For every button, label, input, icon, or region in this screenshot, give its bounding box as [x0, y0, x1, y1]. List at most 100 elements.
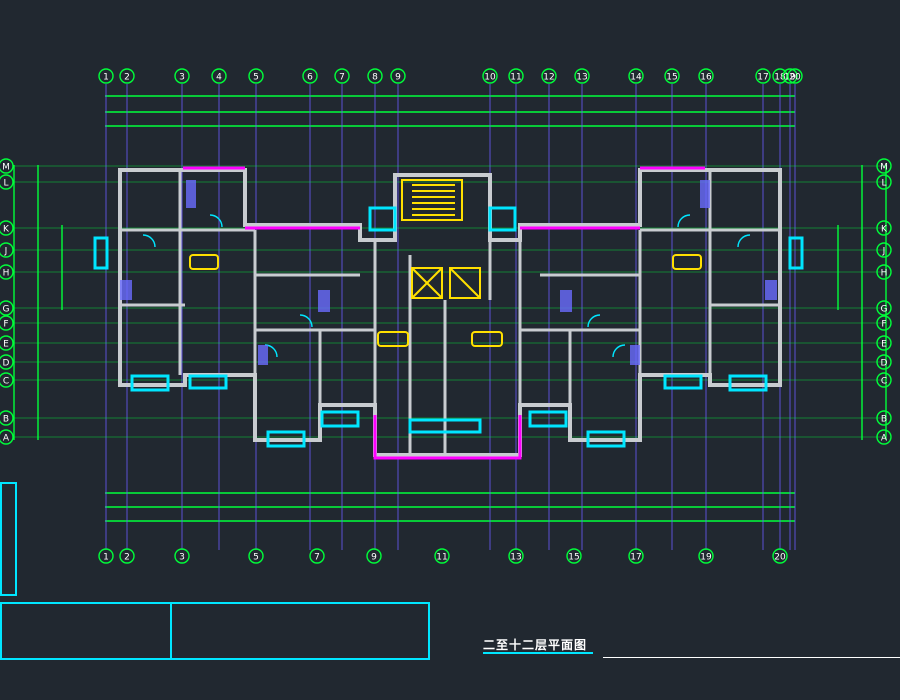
axis-bubble-label: 6	[307, 73, 313, 83]
axis-bubble-label: 8	[372, 73, 378, 83]
axis-bubble-left-B: B	[0, 410, 14, 426]
axis-bubble-label: 18	[774, 73, 786, 83]
axis-bubble-label: 4	[216, 73, 222, 83]
axis-bubble-left-K: K	[0, 220, 14, 236]
top-dimension-lines	[105, 95, 795, 127]
vertical-grid-lines	[105, 84, 796, 550]
axis-bubble-label: K	[881, 225, 888, 235]
drawing-title-underline	[483, 652, 593, 654]
axis-bubble-label: 17	[757, 73, 768, 83]
axis-bubble-left-L: L	[0, 174, 14, 190]
axis-bubble-label: 1	[103, 553, 109, 563]
axis-bubble-label: M	[880, 163, 888, 173]
axis-bubble-label: H	[3, 269, 10, 279]
axis-bubble-label: 9	[371, 553, 377, 563]
axis-bubble-bottom-20: 20	[772, 548, 788, 564]
axis-bubble-label: 14	[630, 73, 642, 83]
axis-bubble-label: K	[3, 225, 10, 235]
axis-bubble-label: 20	[774, 553, 786, 563]
axis-bubble-left-G: G	[0, 300, 14, 316]
axis-bubble-label: J	[882, 247, 886, 257]
axis-bubble-label: 7	[314, 553, 320, 563]
axis-bubble-bottom-9: 9	[366, 548, 382, 564]
axis-bubble-label: 9	[395, 73, 401, 83]
axis-bubble-label: 15	[666, 73, 677, 83]
axis-bubble-label: 20	[789, 73, 801, 83]
axis-bubble-left-E: E	[0, 335, 14, 351]
horizontal-grid-lines	[14, 165, 886, 438]
axis-bubble-label: 7	[339, 73, 345, 83]
axis-bubble-label: L	[881, 179, 886, 189]
axis-bubble-top-9: 9	[390, 68, 406, 84]
axis-bubble-top-19: 19	[782, 68, 798, 84]
axis-bubble-label: 17	[630, 553, 641, 563]
axis-bubble-label: 3	[179, 553, 185, 563]
axis-bubble-right-G: G	[876, 300, 892, 316]
axis-bubble-top-20: 20	[787, 68, 803, 84]
axis-bubble-label: 16	[700, 73, 712, 83]
balconies	[183, 166, 705, 460]
axis-bubble-label: 5	[253, 73, 259, 83]
axis-bubble-label: 11	[436, 553, 447, 563]
axis-bubble-label: D	[3, 359, 10, 369]
title-block-line	[603, 657, 900, 658]
axis-bubble-bottom-19: 19	[698, 548, 714, 564]
left-dimension-lines	[13, 165, 63, 440]
axis-bubble-label: M	[2, 163, 10, 173]
drawing-title: 二至十二层平面图	[483, 638, 588, 652]
axis-bubble-left-D: D	[0, 354, 14, 370]
axis-bubble-top-18: 18	[772, 68, 788, 84]
axis-bubble-label: J	[4, 247, 8, 257]
axis-bubble-top-8: 8	[367, 68, 383, 84]
axis-bubble-label: 3	[179, 73, 185, 83]
axis-bubble-top-13: 13	[574, 68, 590, 84]
axis-bubble-label: A	[881, 434, 888, 444]
axis-bubble-right-K: K	[876, 220, 892, 236]
axis-bubble-label: F	[3, 320, 8, 330]
notes-table-divider	[170, 604, 172, 660]
axis-bubble-right-H: H	[876, 264, 892, 280]
axis-bubble-label: 1	[103, 73, 109, 83]
axis-bubble-bottom-17: 17	[628, 548, 644, 564]
axis-bubble-top-3: 3	[174, 68, 190, 84]
axis-bubble-right-F: F	[876, 315, 892, 331]
axis-bubble-label: B	[3, 415, 9, 425]
kitchen-bath-fixtures	[120, 180, 777, 365]
axis-bubble-bottom-1: 1	[98, 548, 114, 564]
axis-bubble-label: B	[881, 415, 887, 425]
axis-bubble-right-C: C	[876, 372, 892, 388]
axis-bubble-top-7: 7	[334, 68, 350, 84]
axis-bubble-right-M: M	[876, 158, 892, 174]
bathtub-fixtures	[189, 254, 702, 347]
axis-bubble-bottom-15: 15	[566, 548, 582, 564]
axis-bubble-label: 12	[543, 73, 554, 83]
axis-bubble-left-F: F	[0, 315, 14, 331]
axis-bubble-right-B: B	[876, 410, 892, 426]
windows	[93, 206, 804, 448]
axis-bubble-label: 19	[784, 73, 796, 83]
axis-bubble-label: 13	[510, 553, 521, 563]
axis-bubble-bottom-3: 3	[174, 548, 190, 564]
axis-bubble-label: 19	[700, 553, 712, 563]
axis-bubble-label: 10	[484, 73, 496, 83]
axis-bubble-left-H: H	[0, 264, 14, 280]
axis-bubble-label: 13	[576, 73, 587, 83]
axis-bubble-label: L	[3, 179, 8, 189]
axis-bubble-label: E	[3, 340, 9, 350]
bottom-dimension-lines	[105, 492, 795, 522]
axis-bubble-right-A: A	[876, 429, 892, 445]
axis-bubble-bottom-5: 5	[248, 548, 264, 564]
axis-bubble-left-J: J	[0, 242, 14, 258]
axis-bubble-label: E	[881, 340, 887, 350]
axis-bubble-top-6: 6	[302, 68, 318, 84]
axis-bubble-right-D: D	[876, 354, 892, 370]
legend-table	[0, 482, 17, 596]
axis-bubble-label: H	[881, 269, 888, 279]
axis-bubble-label: C	[881, 377, 887, 387]
axis-bubble-bottom-2: 2	[119, 548, 135, 564]
axis-bubble-label: F	[881, 320, 886, 330]
axis-bubble-left-C: C	[0, 372, 14, 388]
